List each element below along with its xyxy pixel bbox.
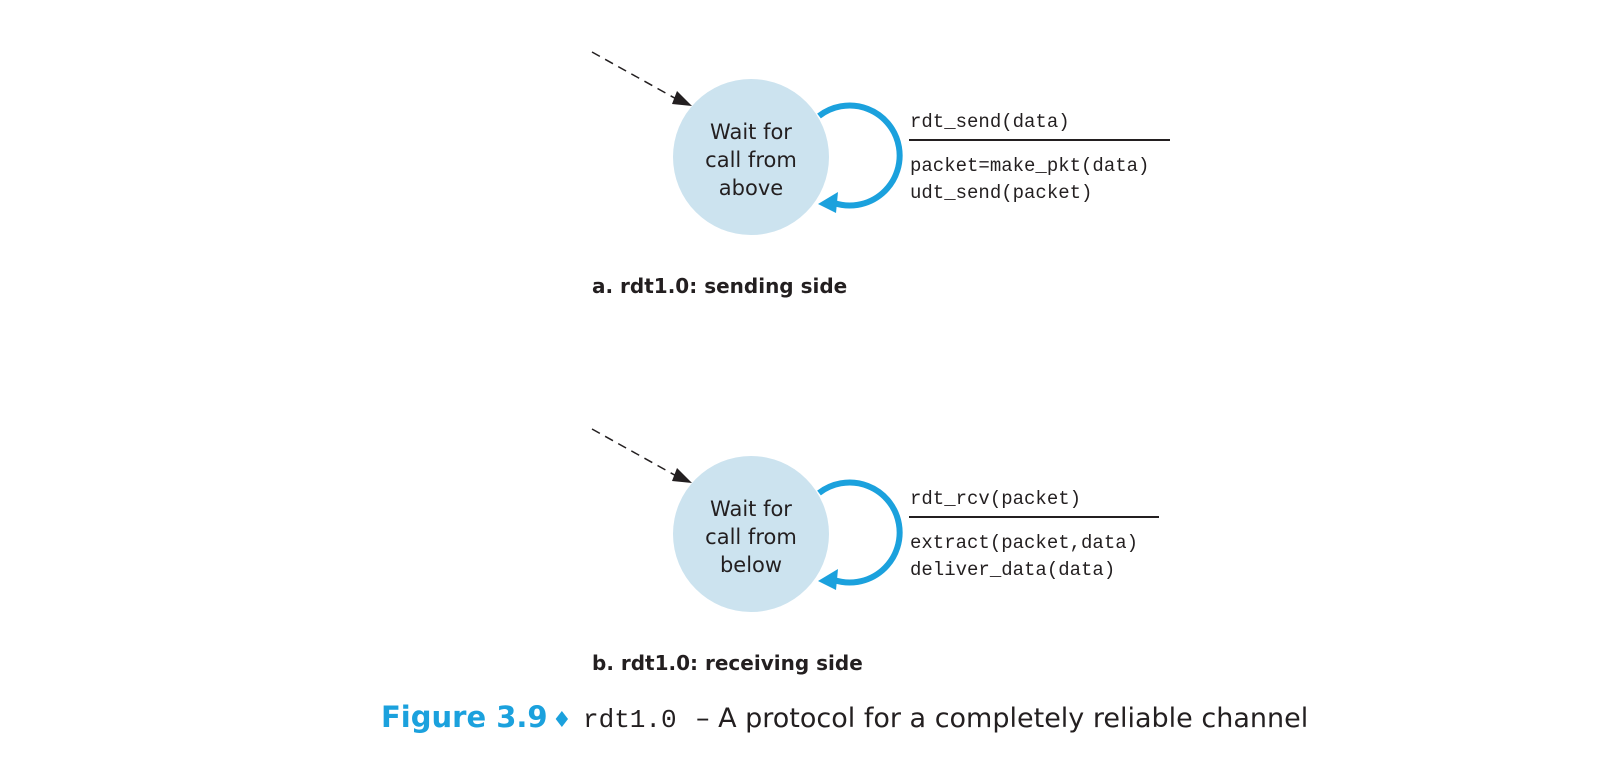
state-label-line-2: call from — [705, 148, 797, 172]
transition-event: rdt_rcv(packet) — [910, 488, 1081, 510]
transition-event: rdt_send(data) — [910, 111, 1070, 133]
figure-label: Figure 3.9 — [381, 700, 548, 734]
transition-action: packet=make_pkt(data) — [910, 155, 1149, 177]
initial-state-arrow — [591, 51, 681, 102]
figure-caption: Figure 3.9 ♦ rdt1.0 – A protocol for a c… — [381, 700, 1308, 735]
state-wait-above — [673, 79, 829, 235]
svg-text:Figure 3.9 ♦ rdt1.: Figure 3.9 ♦ rdt1.0 – A protocol for a c… — [381, 700, 1308, 735]
state-label-line-1: Wait for — [710, 497, 792, 521]
state-label-line-2: call from — [705, 525, 797, 549]
state-label-line-3: below — [720, 553, 782, 577]
transition-action: extract(packet,data) — [910, 532, 1138, 554]
loop-arrow-head-icon — [818, 569, 838, 590]
receiving-side-diagram: Wait for call from below rdt_rcv(packet)… — [591, 428, 1159, 675]
subcaption-receiving-side: b. rdt1.0: receiving side — [592, 651, 863, 675]
caption-description: – A protocol for a completely reliable c… — [696, 703, 1308, 734]
self-loop-transition — [817, 479, 903, 586]
sending-side-diagram: Wait for call from above rdt_send(data) … — [591, 51, 1170, 298]
state-label-line-3: above — [719, 176, 783, 200]
diamond-separator-icon: ♦ — [552, 708, 572, 733]
loop-arrow-head-icon — [818, 192, 838, 213]
self-loop-transition — [817, 102, 903, 209]
subcaption-sending-side: a. rdt1.0: sending side — [592, 274, 847, 298]
state-label-line-1: Wait for — [710, 120, 792, 144]
transition-action: udt_send(packet) — [910, 182, 1092, 204]
protocol-name: rdt1.0 — [583, 705, 677, 735]
transition-action: deliver_data(data) — [910, 559, 1115, 581]
initial-state-arrow — [591, 428, 681, 479]
state-wait-below — [673, 456, 829, 612]
initial-arrow-head-icon — [672, 468, 692, 483]
initial-arrow-head-icon — [672, 91, 692, 106]
